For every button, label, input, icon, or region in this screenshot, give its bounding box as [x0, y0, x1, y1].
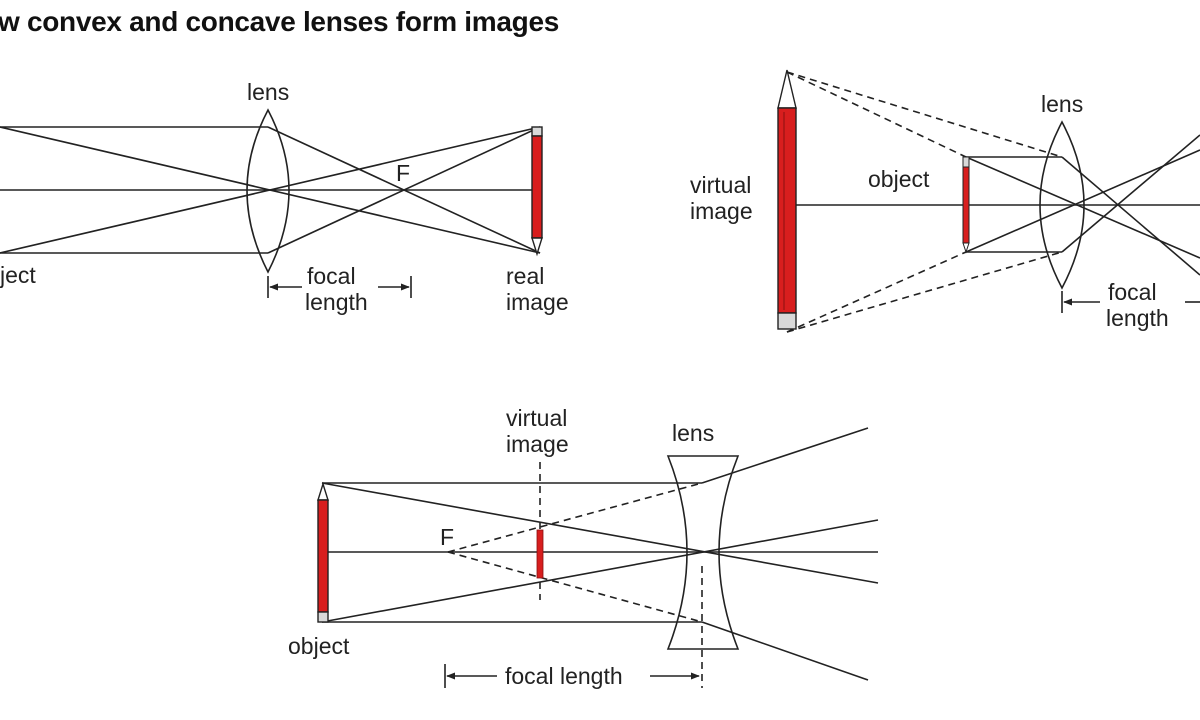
ray-diverged-bottom [701, 621, 869, 681]
ray-center-top [321, 482, 879, 584]
convex-real-image-diagram [0, 108, 541, 298]
object-label: ject [0, 262, 36, 288]
focus-label: F [396, 160, 410, 186]
ray-center-bottom [321, 519, 879, 623]
focal-length-label-line1: focal [307, 263, 356, 289]
focal-length-label-line1: focal [1108, 279, 1157, 305]
diagram-title: w convex and concave lenses form images [0, 6, 559, 37]
virtual-ray-top-2 [786, 71, 1063, 158]
virtual-ray-bottom [447, 551, 703, 623]
virtual-ray-top-1 [786, 71, 967, 158]
virtual-ray-top [447, 482, 703, 553]
lens-label: lens [1041, 91, 1083, 117]
virtual-image-pencil [777, 69, 797, 330]
real-image-label-line1: real [506, 263, 544, 289]
focal-length-label: focal length [505, 663, 623, 689]
virtual-image-label-line2: image [690, 198, 753, 224]
concave-lens-diagram [321, 427, 879, 688]
virtual-image-label-line2: image [506, 431, 569, 457]
focal-length-label-line2: length [305, 289, 368, 315]
lens-label: lens [247, 79, 289, 105]
convex-lens [246, 108, 290, 274]
concave-labels: virtual image lens F object focal length [288, 405, 714, 689]
virtual-ray-bottom-1 [786, 251, 967, 333]
ray-refracted-bottom [1061, 134, 1200, 253]
object-pencil-small [962, 156, 970, 254]
virtual-image-label-line1: virtual [506, 405, 567, 431]
ray-center-bottom [965, 149, 1200, 253]
convex-lens [1039, 120, 1085, 290]
object-label: object [288, 633, 350, 659]
convex-real-labels: lens F focal length ject real image [0, 79, 569, 315]
virtual-image-label-line1: virtual [690, 172, 751, 198]
focal-length-label-line2: length [1106, 305, 1169, 331]
focus-label: F [440, 524, 454, 550]
concave-object-pencil [317, 481, 329, 623]
real-image-pencil [531, 126, 543, 257]
virtual-ray-bottom-2 [786, 251, 1063, 333]
ray-refracted-top [1061, 156, 1200, 276]
ray-diverged-top [701, 427, 869, 484]
convex-virtual-image-diagram [786, 71, 1200, 333]
lens-label: lens [672, 420, 714, 446]
ray-center-bottom [0, 126, 541, 254]
real-image-label-line2: image [506, 289, 569, 315]
convex-virtual-labels: lens object virtual image focal length [690, 91, 1169, 331]
concave-virtual-image-pencil [536, 529, 544, 579]
ray-center-top [965, 156, 1200, 259]
concave-lens [666, 455, 740, 650]
ray-refracted-bottom [267, 126, 541, 254]
object-label: object [868, 166, 930, 192]
